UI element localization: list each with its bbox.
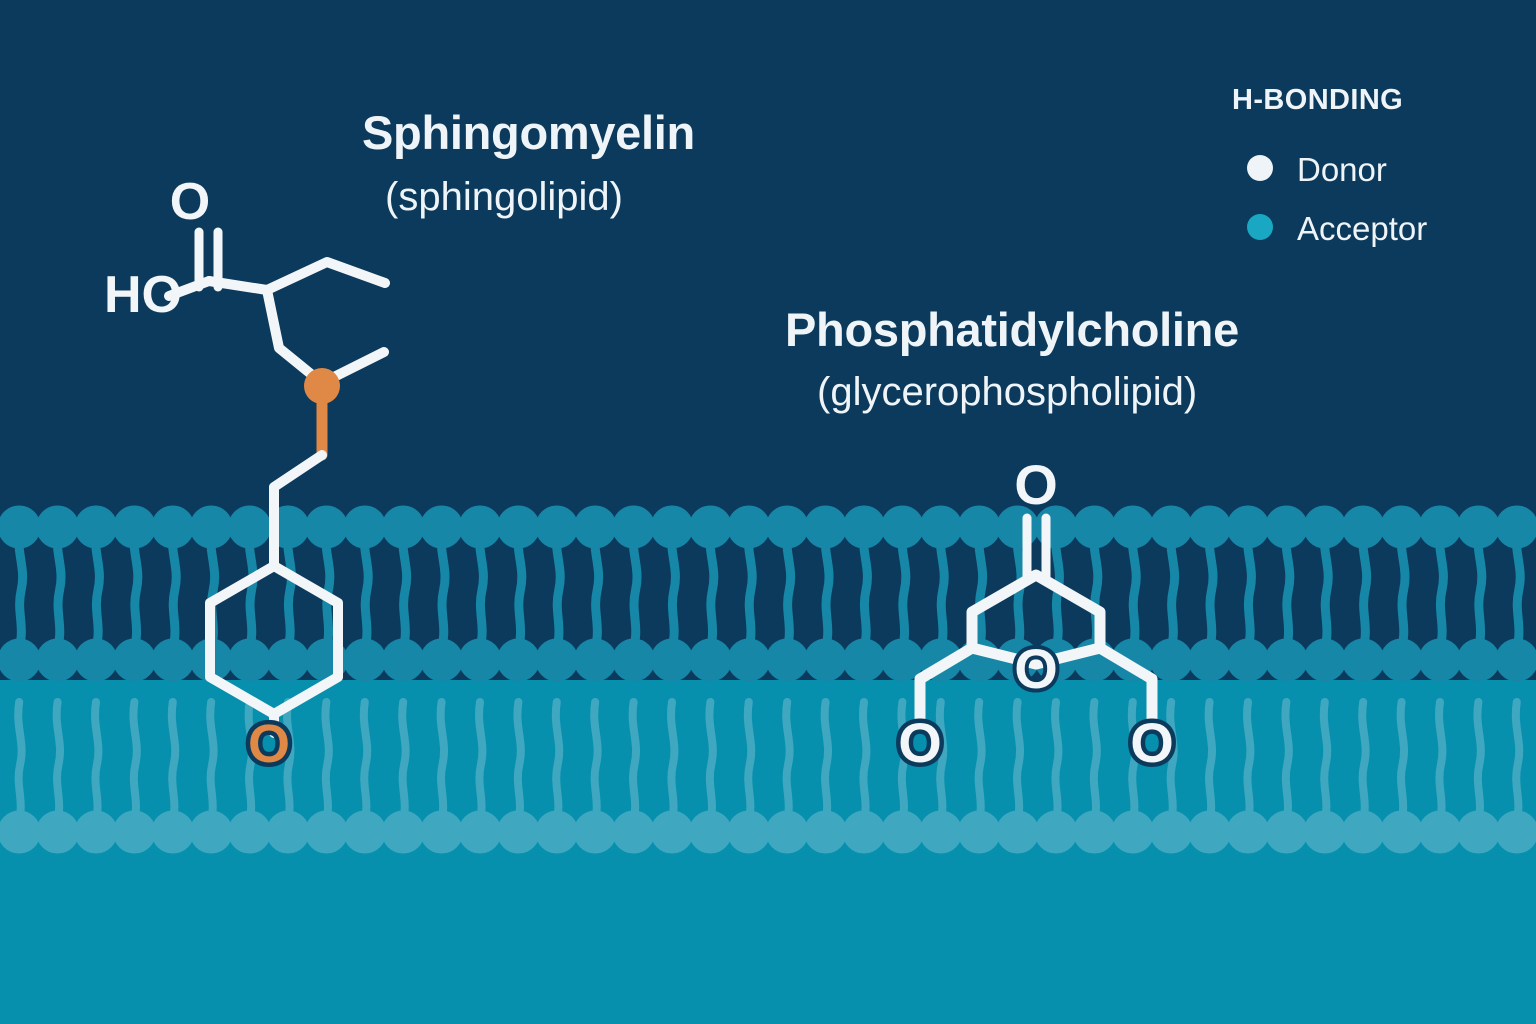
phosphatidylcholine-subtitle: (glycerophospholipid) (817, 370, 1198, 414)
cytosolic-background (0, 680, 1536, 1024)
sphingomyelin-title: Sphingomyelin (362, 106, 695, 159)
sphingomyelin-subtitle: (sphingolipid) (385, 175, 623, 219)
phosphatidylcholine-structure: O O O O (894, 449, 1179, 779)
sphingomyelin-carbonyl-o-label: O (170, 173, 210, 231)
pc-ester-arm-right (1094, 642, 1158, 734)
phosphatidylcholine-title: Phosphatidylcholine (785, 303, 1239, 356)
legend-acceptor-swatch (1247, 214, 1273, 240)
legend-acceptor-label: Acceptor (1297, 210, 1428, 247)
svg-text:O: O (248, 714, 290, 774)
pc-ring (966, 569, 1106, 670)
legend-donor-label: Donor (1297, 151, 1387, 188)
pc-ester-o-right-label: O (1130, 711, 1174, 774)
sphingomyelin-acyl-chain (262, 257, 390, 295)
legend-donor-swatch (1247, 155, 1273, 181)
sphingomyelin-donor-node (304, 368, 340, 404)
sphingomyelin-tail-link (269, 450, 327, 571)
sphingomyelin-backbone-left (204, 276, 327, 388)
pc-carbonyl-o-label: O (1014, 453, 1058, 516)
sphingomyelin-hydroxyl-bond (164, 276, 214, 301)
pc-ester-o-left-label: O (898, 711, 942, 774)
sphingomyelin-structure: HO O O (104, 173, 390, 779)
sphingomyelin-ring-o-label: O (243, 710, 294, 779)
sphingomyelin-ho-label: HO (104, 266, 182, 324)
pc-ester-arm-left (914, 642, 978, 734)
legend-title: H-BONDING (1232, 84, 1404, 116)
pc-carbonyl-bond (1022, 513, 1051, 582)
pc-ring-o-label: O (1014, 637, 1058, 700)
